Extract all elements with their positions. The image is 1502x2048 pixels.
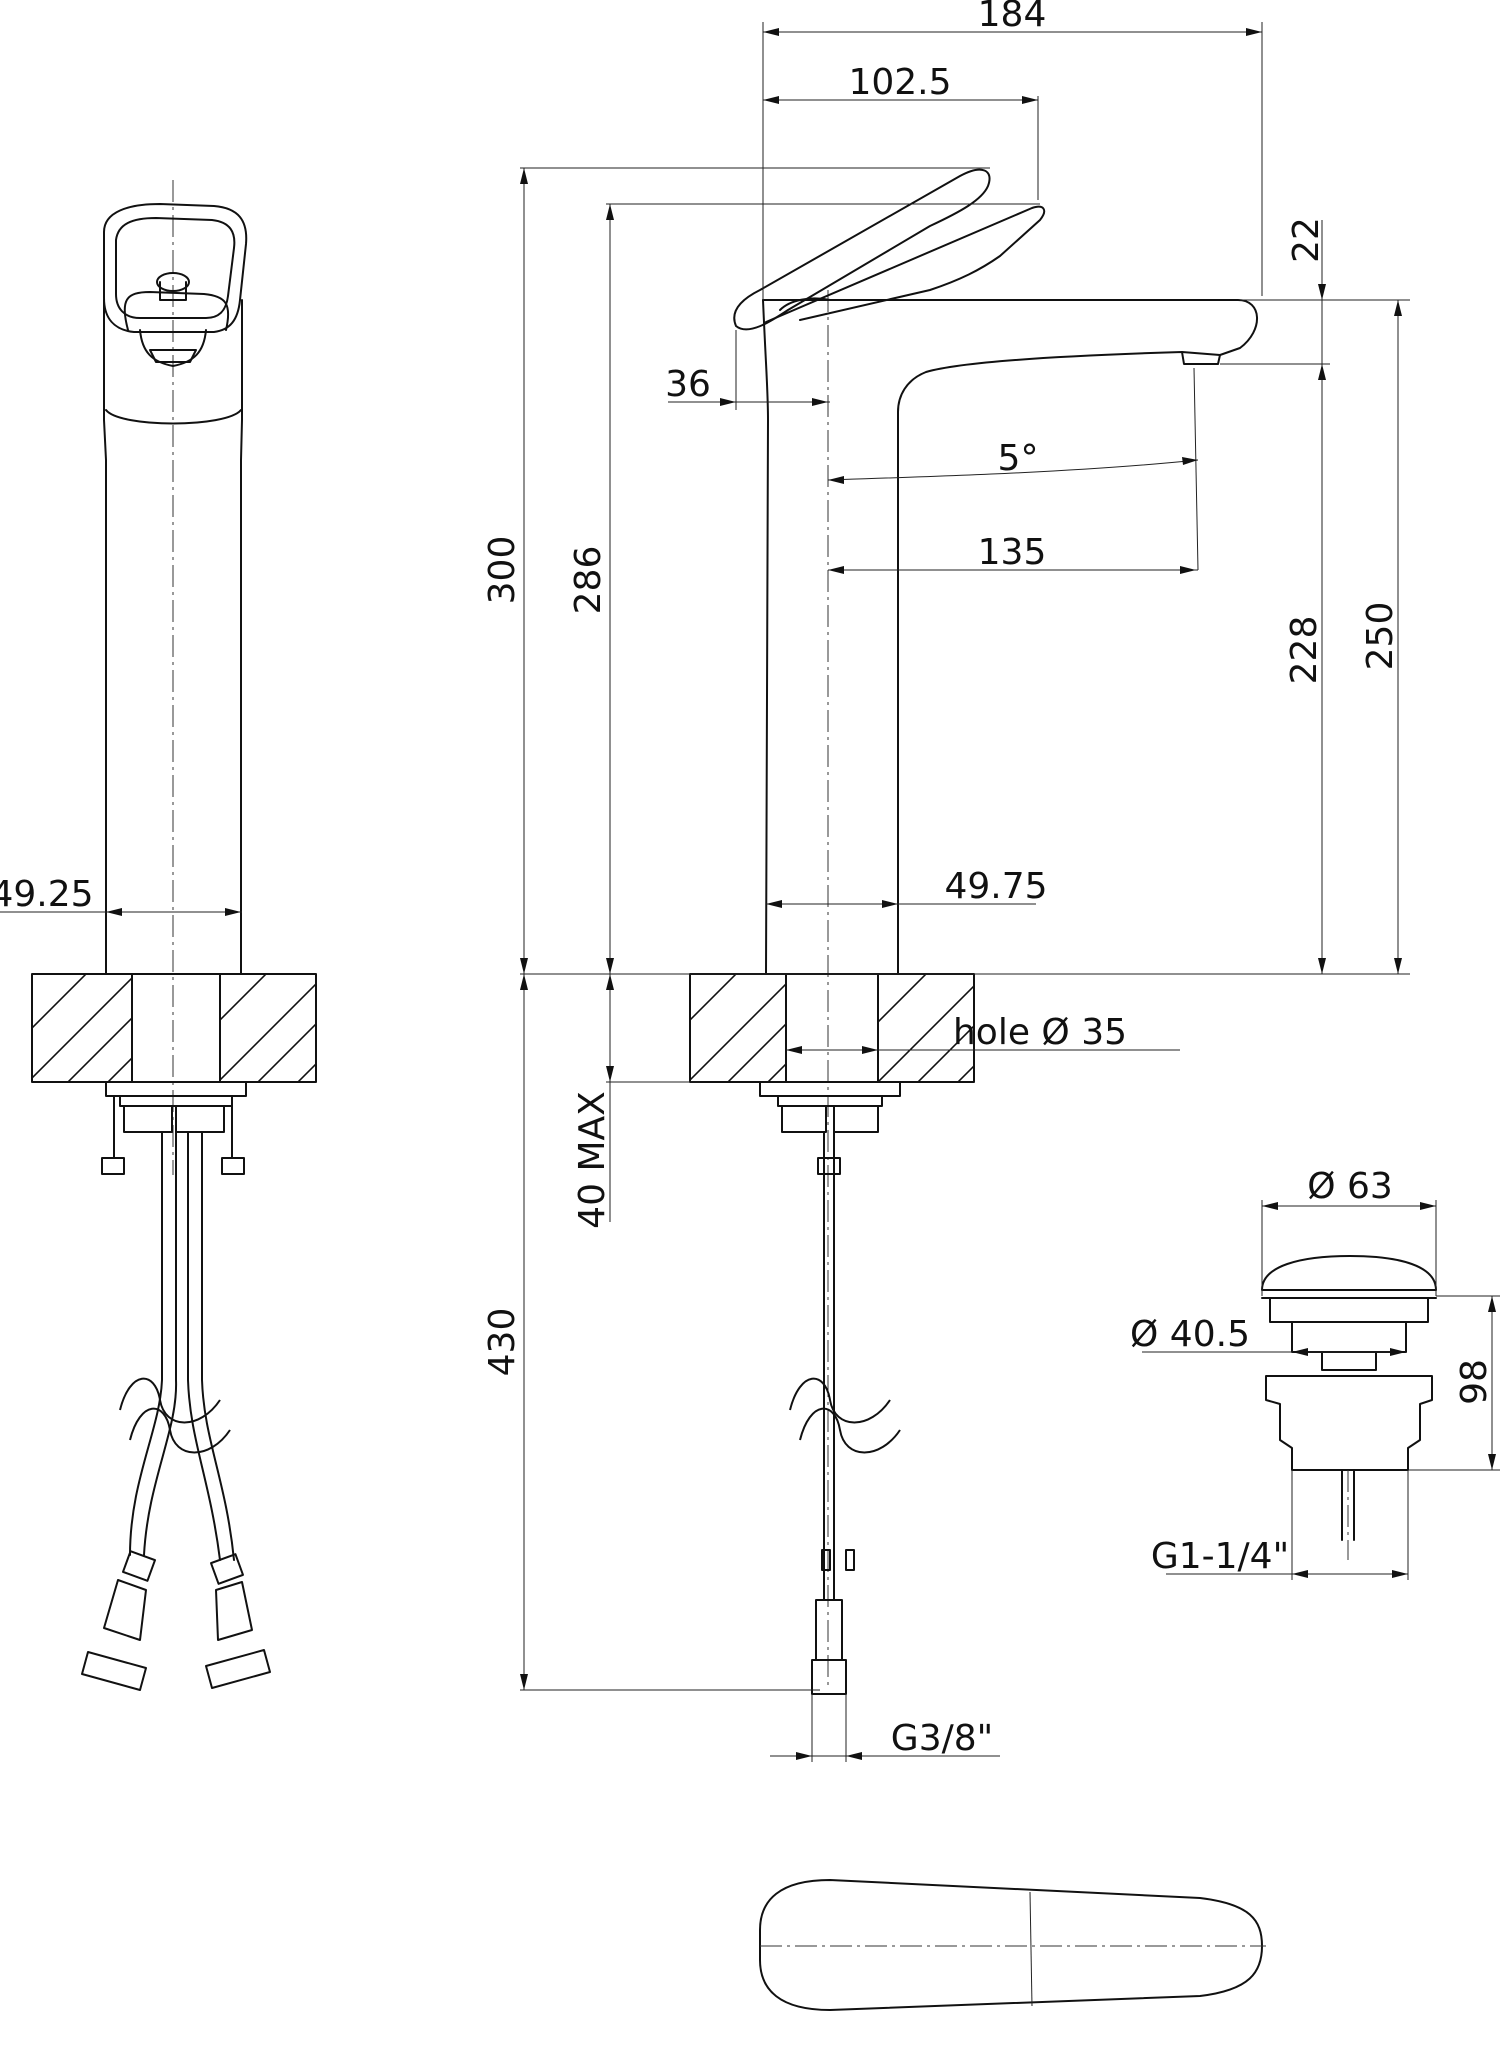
dim-250: 250 [1360, 602, 1401, 671]
dim-135: 135 [978, 532, 1047, 573]
dim-430: 430 [482, 1308, 523, 1377]
dim-49-75: 49.75 [944, 866, 1047, 907]
dimension-labels: 184 102.5 22 36 5° 135 300 286 250 228 4… [0, 0, 1495, 1759]
dim-300: 300 [482, 536, 523, 605]
dim-g3-8: G3/8" [891, 1718, 993, 1759]
dim-waste-40-5: Ø 40.5 [1130, 1314, 1250, 1355]
dim-22: 22 [1286, 217, 1327, 263]
lever-head [103, 203, 248, 333]
side-view [31, 180, 317, 1691]
dim-waste-98: 98 [1454, 1359, 1495, 1405]
front-view [689, 168, 1258, 1695]
dim-hole-35: hole Ø 35 [953, 1012, 1127, 1053]
dim-g1-1-4: G1-1/4" [1151, 1536, 1289, 1577]
dim-184: 184 [978, 0, 1047, 35]
dim-49-25: 49.25 [0, 874, 94, 915]
spout [762, 299, 1258, 975]
waste-cap [1261, 1255, 1437, 1291]
dim-waste-63: Ø 63 [1307, 1166, 1393, 1207]
dim-102-5: 102.5 [848, 62, 951, 103]
dim-228: 228 [1284, 616, 1325, 685]
top-view [759, 1879, 1266, 2011]
dim-40-max: 40 MAX [572, 1091, 613, 1229]
dim-5-deg: 5° [998, 438, 1039, 479]
dim-286: 286 [568, 546, 609, 615]
dim-36: 36 [665, 364, 711, 405]
tap-body [103, 299, 243, 975]
dimension-lines [0, 22, 1500, 1762]
waste-view [1261, 1255, 1437, 1560]
